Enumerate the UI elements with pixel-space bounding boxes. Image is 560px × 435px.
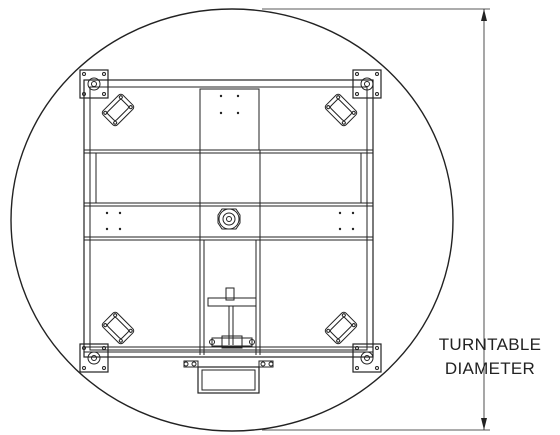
top-center-plate <box>199 88 260 151</box>
corner-pad-bottom-right <box>352 343 382 373</box>
bottom-jack-box <box>183 360 274 394</box>
top-plate-holes <box>219 94 240 115</box>
corner-pad-bottom-left <box>79 343 109 373</box>
caster-plate-upper-left <box>101 93 135 127</box>
center-pivot <box>217 208 241 230</box>
dimension-arrow-bottom <box>481 418 487 430</box>
dimension-label-line2: DIAMETER <box>444 359 536 378</box>
bottom-edge-bolts <box>183 361 274 367</box>
lower-actuator-assembly <box>207 287 257 349</box>
turntable-circle <box>10 8 454 432</box>
caster-plate-lower-right <box>324 311 358 345</box>
caster-plate-lower-left <box>101 311 135 345</box>
cross-member-holes <box>105 211 355 231</box>
dimension-label-line1: TURNTABLE <box>438 335 542 354</box>
corner-pad-top-left <box>79 69 109 99</box>
corner-pad-top-right <box>352 69 382 99</box>
dimension-arrow-top <box>481 9 487 21</box>
caster-plate-upper-right <box>324 93 358 127</box>
platform-frame <box>83 79 374 358</box>
